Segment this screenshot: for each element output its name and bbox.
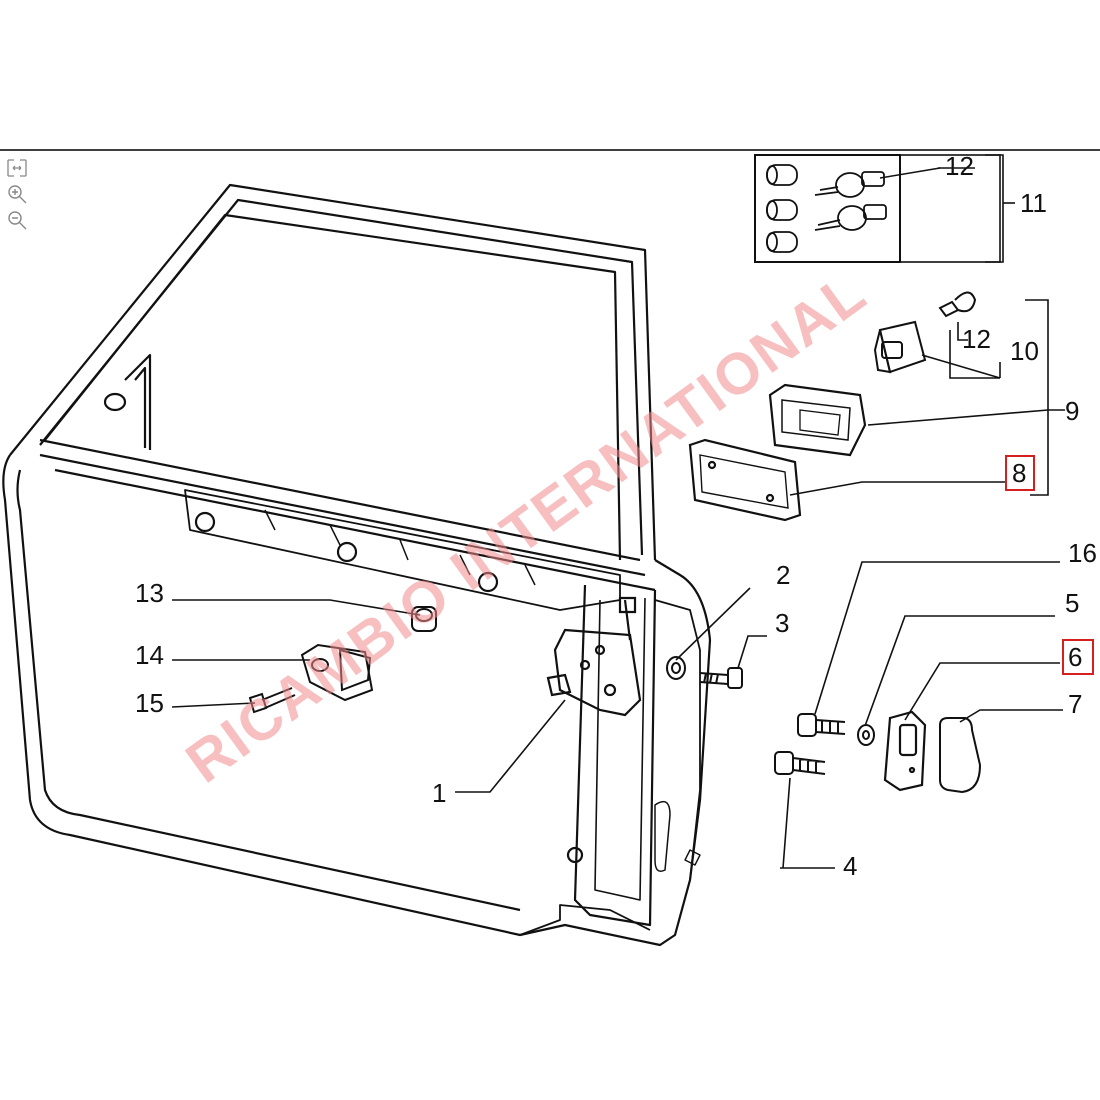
lock-cylinder-set-box [754,154,1001,263]
highlight-box-6 [1062,639,1094,675]
washer [666,656,686,680]
callout-12b: 12 [962,324,991,354]
striker-washer [857,724,875,746]
striker-shim [939,717,982,794]
handle-gasket [688,438,802,522]
door-striker [883,710,927,792]
callout-1: 1 [432,778,446,808]
zoom-out-icon[interactable] [6,210,28,230]
callout-10: 10 [1010,336,1039,366]
latch-screw [699,667,743,689]
striker-bolt [797,713,846,737]
bracket-screw [248,687,296,714]
leader-lines [171,154,1065,869]
door-illustration [2,183,712,947]
lock-cylinder-icon [766,164,798,253]
highlight-box-8 [1005,455,1035,491]
striker-screw [774,751,826,775]
fit-page-icon[interactable] [6,158,28,178]
callout-4: 4 [843,851,857,881]
outer-door-handle [768,383,867,457]
callout-labels: 1 2 3 4 5 6 7 8 9 10 11 12 12 13 14 15 1… [135,151,1097,881]
inner-handle-bracket [300,643,374,702]
callout-12a: 12 [945,151,974,181]
callout-2: 2 [776,560,790,590]
key-icon [814,171,887,231]
callout-9: 9 [1065,396,1079,426]
callout-6: 6 [1068,642,1082,672]
callout-11: 11 [1020,188,1047,218]
watermark-text: RICAMBIO INTERNATIONAL [174,259,878,795]
callout-3: 3 [775,608,789,638]
callout-16: 16 [1068,538,1097,568]
zoom-in-icon[interactable] [6,184,28,204]
callout-7: 7 [1068,689,1082,719]
callout-15: 15 [135,688,164,718]
door-latch-assembly [546,596,642,717]
door-lock-barrel [873,291,977,374]
callout-13: 13 [135,578,164,608]
callout-8: 8 [1012,458,1026,488]
callout-5: 5 [1065,588,1079,618]
callout-14: 14 [135,640,164,670]
